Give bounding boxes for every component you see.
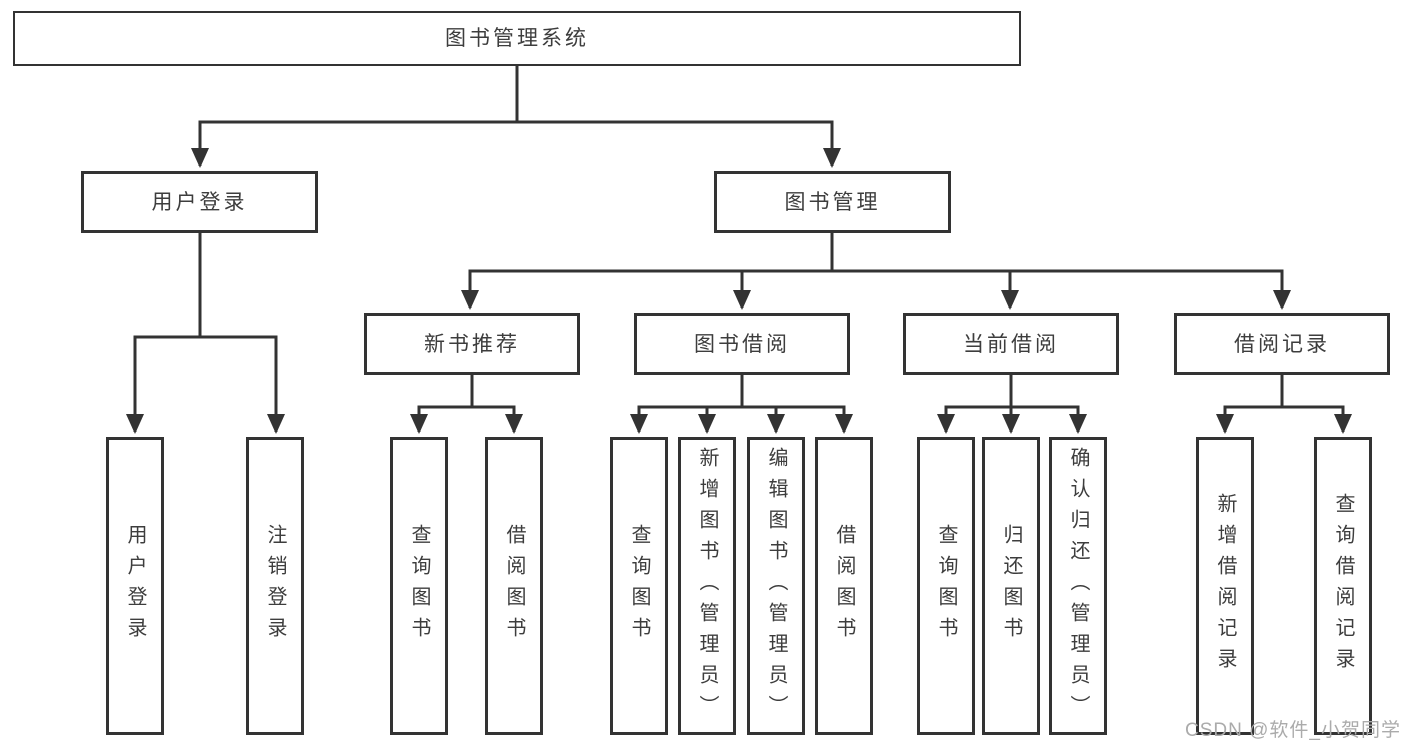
- node-book-management: 图书管理: [714, 171, 951, 233]
- leaf-query-borrow-record-label: 查询借阅记录: [1332, 493, 1354, 679]
- node-current-borrow: 当前借阅: [903, 313, 1119, 375]
- node-user-login-label: 用户登录: [151, 190, 248, 214]
- leaf-query-book-recommend: 查询图书: [390, 437, 448, 735]
- node-book-management-label: 图书管理: [784, 190, 881, 214]
- node-library-system-label: 图书管理系统: [445, 27, 589, 50]
- leaf-add-borrow-record-label: 新增借阅记录: [1214, 493, 1236, 679]
- leaf-query-book-borrow-label: 查询图书: [628, 524, 650, 648]
- watermark-text: CSDN @软件_小贺同学: [1185, 720, 1401, 741]
- leaf-add-book-admin-label: 新增图书（管理员）: [696, 446, 718, 726]
- node-borrow-records: 借阅记录: [1174, 313, 1390, 375]
- leaf-edit-book-admin-label: 编辑图书（管理员）: [765, 446, 787, 726]
- leaf-query-borrow-record: 查询借阅记录: [1314, 437, 1372, 735]
- leaf-edit-book-admin: 编辑图书（管理员）: [747, 437, 805, 735]
- leaf-user-login: 用户登录: [106, 437, 164, 735]
- node-library-system: 图书管理系统: [13, 11, 1021, 66]
- leaf-query-book-recommend-label: 查询图书: [408, 524, 430, 648]
- node-new-book-recommend-label: 新书推荐: [424, 332, 520, 356]
- leaf-query-book-current: 查询图书: [917, 437, 975, 735]
- leaf-add-borrow-record: 新增借阅记录: [1196, 437, 1254, 735]
- leaf-borrow-book-recommend-label: 借阅图书: [503, 524, 525, 648]
- node-current-borrow-label: 当前借阅: [963, 332, 1059, 356]
- leaf-confirm-return-admin: 确认归还（管理员）: [1049, 437, 1107, 735]
- node-book-borrow: 图书借阅: [634, 313, 850, 375]
- node-borrow-records-label: 借阅记录: [1234, 332, 1330, 356]
- leaf-add-book-admin: 新增图书（管理员）: [678, 437, 736, 735]
- node-user-login: 用户登录: [81, 171, 318, 233]
- leaf-query-book-borrow: 查询图书: [610, 437, 668, 735]
- leaf-query-book-current-label: 查询图书: [935, 524, 957, 648]
- leaf-logout: 注销登录: [246, 437, 304, 735]
- leaf-logout-label: 注销登录: [264, 524, 286, 648]
- leaf-borrow-book: 借阅图书: [815, 437, 873, 735]
- leaf-confirm-return-admin-label: 确认归还（管理员）: [1067, 446, 1089, 726]
- node-book-borrow-label: 图书借阅: [694, 332, 790, 356]
- leaf-borrow-book-label: 借阅图书: [833, 524, 855, 648]
- node-new-book-recommend: 新书推荐: [364, 313, 580, 375]
- leaf-return-book: 归还图书: [982, 437, 1040, 735]
- leaf-user-login-label: 用户登录: [124, 524, 146, 648]
- leaf-borrow-book-recommend: 借阅图书: [485, 437, 543, 735]
- leaf-return-book-label: 归还图书: [1000, 524, 1022, 648]
